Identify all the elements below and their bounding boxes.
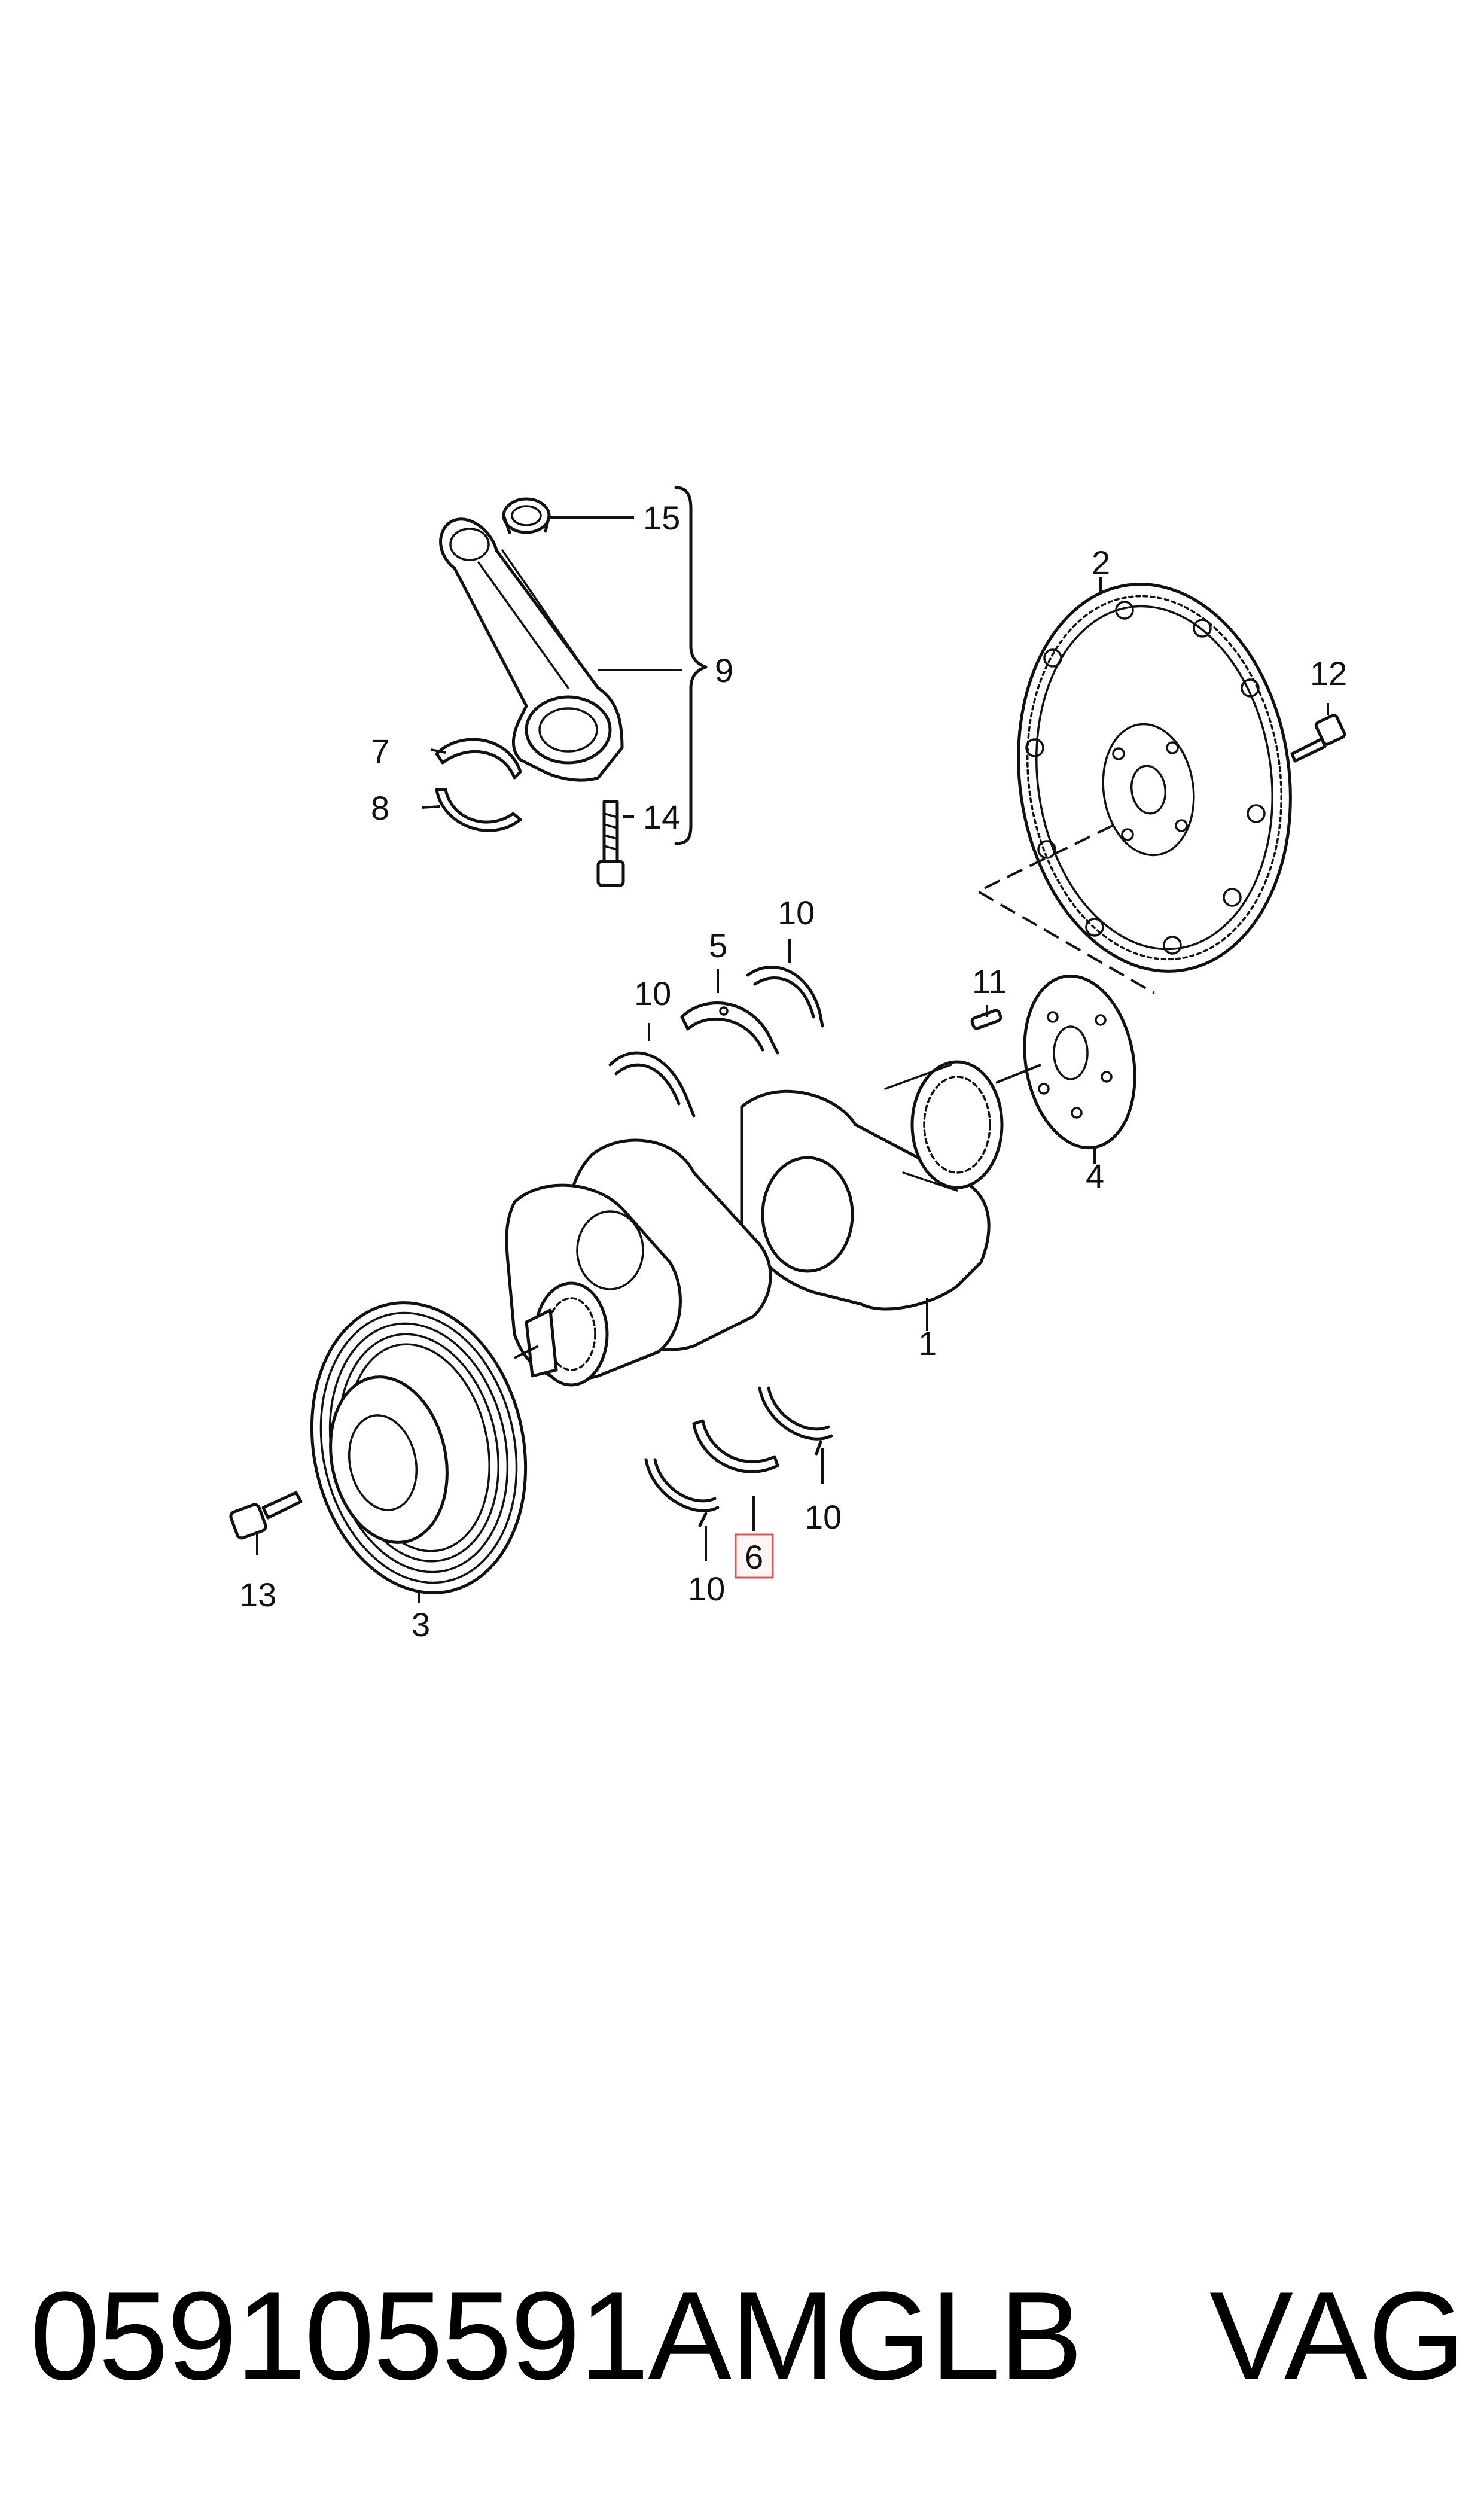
alignment-line <box>975 824 1155 994</box>
callout-12[interactable]: 12 <box>1310 654 1347 692</box>
connecting-rod-group <box>421 486 708 887</box>
main-bearing-shell-lower <box>692 1419 779 1473</box>
callout-1[interactable]: 1 <box>918 1325 937 1362</box>
callout-5[interactable]: 5 <box>709 927 727 964</box>
small-end-bushing <box>502 497 551 534</box>
callout-9[interactable]: 9 <box>715 651 733 689</box>
crankshaft <box>505 1060 1004 1387</box>
brand-name: VAG <box>1209 2266 1465 2406</box>
thrust-washer-upper-left <box>608 1051 696 1118</box>
flywheel <box>1017 577 1292 973</box>
adapter-plate <box>1023 974 1136 1164</box>
damper-bolt <box>229 1491 303 1555</box>
flywheel-bolt <box>1290 703 1346 763</box>
connecting-rod <box>439 517 624 782</box>
callout-6[interactable]: 6 <box>745 1538 763 1576</box>
callout-15[interactable]: 15 <box>643 499 680 537</box>
rod-bearing-shell-upper <box>435 738 522 780</box>
thrust-washer-upper-right <box>746 966 824 1028</box>
callout-13[interactable]: 13 <box>239 1576 276 1613</box>
main-bearing-shell-upper <box>680 1001 779 1055</box>
vibration-damper-pulley <box>310 1301 539 1603</box>
rod-bolt <box>596 800 625 887</box>
callout-10-top-right[interactable]: 10 <box>778 894 815 931</box>
callout-11[interactable]: 11 <box>972 963 1007 1000</box>
callout-4[interactable]: 4 <box>1086 1157 1104 1195</box>
callout-6-highlight[interactable]: 6 <box>735 1533 774 1579</box>
callout-7[interactable]: 7 <box>371 732 389 770</box>
callout-14[interactable]: 14 <box>643 798 680 836</box>
part-number: 059105591AMGLB <box>30 2266 1083 2406</box>
footer: 059105591AMGLB VAG <box>30 2264 1465 2408</box>
dowel-pin <box>970 1005 1002 1030</box>
rod-bearing-shell-lower <box>435 788 522 832</box>
thrust-washer-lower-left <box>644 1458 720 1527</box>
callout-8[interactable]: 8 <box>371 789 389 827</box>
callout-3[interactable]: 3 <box>412 1606 430 1643</box>
callout-10-bottom-right[interactable]: 10 <box>805 1498 842 1536</box>
callout-10-bottom-left[interactable]: 10 <box>688 1570 725 1607</box>
thrust-washer-lower-right <box>758 1386 833 1456</box>
callout-2[interactable]: 2 <box>1092 544 1110 581</box>
callout-10-top-left[interactable]: 10 <box>634 975 671 1012</box>
